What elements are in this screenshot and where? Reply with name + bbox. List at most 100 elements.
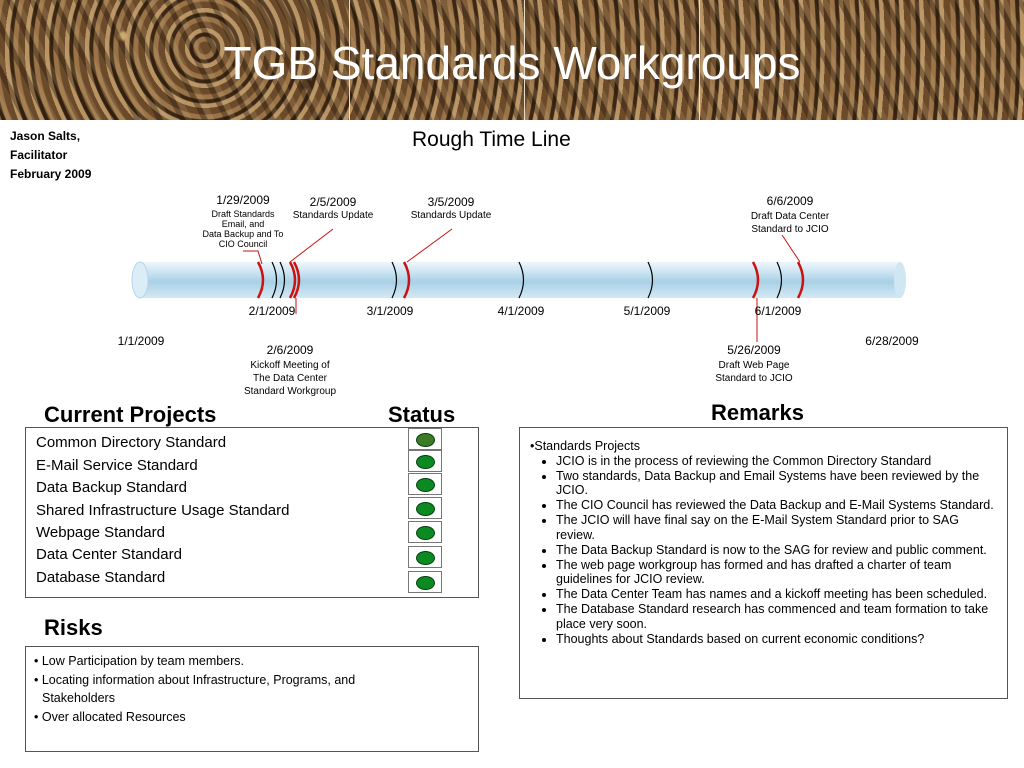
remark-item: Two standards, Data Backup and Email Sys… <box>556 469 1000 498</box>
timeline-end-label: 6/28/2009 <box>865 334 919 348</box>
risks-heading: Risks <box>44 615 103 640</box>
event-label-2009-02-05: 2/5/2009 Standards Update <box>283 195 383 222</box>
event-date: 6/6/2009 <box>766 194 814 208</box>
status-indicator <box>416 576 435 590</box>
event-desc-line: Standards Update <box>410 210 492 221</box>
banner-divider <box>524 0 525 120</box>
event-desc-line: Standard Workgroup <box>243 386 337 397</box>
month-label: 3/1/2009 <box>366 304 414 318</box>
remark-item: The Database Standard research has comme… <box>556 602 1000 631</box>
event-date: 2/6/2009 <box>266 343 314 357</box>
remarks-group-title: •Standards Projects <box>530 439 640 453</box>
risks-box <box>25 646 479 752</box>
status-indicator <box>416 551 435 565</box>
event-desc-line: Draft Web Page <box>718 360 790 371</box>
event-label-2009-01-29: 1/29/2009 Draft Standards Email, and Dat… <box>193 193 293 249</box>
event-marker-2009-02-05 <box>288 261 297 299</box>
event-date: 3/5/2009 <box>427 195 475 209</box>
event-date: 1/29/2009 <box>216 193 270 207</box>
status-cell <box>408 450 442 472</box>
remark-item: The Data Center Team has names and a kic… <box>556 587 1000 602</box>
status-cell <box>408 473 442 495</box>
month-label: 6/1/2009 <box>754 304 802 318</box>
project-name: Data Backup Standard <box>36 479 187 496</box>
event-label-2009-06-06: 6/6/2009 Draft Data Center Standard to J… <box>740 194 840 236</box>
status-cell <box>408 571 442 593</box>
timeline-start-label: 1/1/2009 <box>117 334 165 348</box>
leader-2009-02-05 <box>289 228 334 263</box>
event-date: 2/5/2009 <box>309 195 357 209</box>
event-date: 5/26/2009 <box>727 343 781 357</box>
remarks-box <box>519 427 1008 699</box>
status-cell <box>408 521 442 543</box>
event-marker-2009-03-05 <box>402 261 411 299</box>
status-indicator <box>416 526 435 540</box>
risk-item: • Low Participation by team members. <box>34 654 245 668</box>
risk-item: • Locating information about Infrastruct… <box>34 673 356 687</box>
event-marker-2009-01-29 <box>256 261 265 299</box>
leader-2009-01-29 <box>243 250 263 265</box>
event-marker-2009-06-06 <box>796 261 805 299</box>
marker-2009-04-01 <box>518 261 525 299</box>
event-desc-line: Data Backup and To <box>202 229 284 239</box>
status-indicator <box>416 455 435 469</box>
event-desc-line: Standard to JCIO <box>715 373 793 384</box>
event-desc-line: CIO Council <box>218 239 268 249</box>
event-label-2009-03-05: 3/5/2009 Standards Update <box>401 195 501 222</box>
event-desc-line: Draft Standards <box>211 209 275 219</box>
project-name: Common Directory Standard <box>36 434 227 451</box>
author-role: Facilitator <box>10 148 68 162</box>
project-name: Database Standard <box>36 569 166 586</box>
callout-leaders <box>243 228 801 342</box>
remark-item: The web page workgroup has formed and ha… <box>556 558 1000 587</box>
marker-2009-05-01 <box>647 261 654 299</box>
status-heading: Status <box>388 402 456 427</box>
remark-item: The Data Backup Standard is now to the S… <box>556 543 1000 558</box>
project-name: E-Mail Service Standard <box>36 457 198 474</box>
event-desc-line: The Data Center <box>253 373 327 384</box>
month-label: 5/1/2009 <box>623 304 671 318</box>
author-date: February 2009 <box>10 167 92 181</box>
marker-2009-06-01 <box>776 261 783 299</box>
remark-item: The CIO Council has reviewed the Data Ba… <box>556 498 1000 513</box>
project-name: Webpage Standard <box>36 524 165 541</box>
remarks-content: •Standards Projects JCIO is in the proce… <box>530 439 1000 647</box>
event-markers <box>256 261 805 299</box>
current-projects-table <box>25 427 479 598</box>
timeline-tube <box>131 261 906 299</box>
month-label: 4/1/2009 <box>497 304 545 318</box>
project-name: Data Center Standard <box>36 546 182 563</box>
event-label-2009-05-26: 5/26/2009 Draft Web Page Standard to JCI… <box>704 343 804 385</box>
event-desc-line: Email, and <box>221 219 265 229</box>
event-desc-line: Kickoff Meeting of <box>250 360 330 371</box>
remarks-list: JCIO is in the process of reviewing the … <box>530 454 1000 647</box>
risk-item: Stakeholders <box>42 691 115 705</box>
remarks-heading: Remarks <box>711 400 804 425</box>
timeline-title: Rough Time Line <box>412 128 571 151</box>
marker-2009-02-05 <box>279 261 286 299</box>
author-block: Jason Salts, Facilitator February 2009 <box>10 127 91 184</box>
status-cell <box>408 546 442 568</box>
leader-2009-03-05 <box>406 228 453 263</box>
event-label-2009-02-06: 2/6/2009 Kickoff Meeting of The Data Cen… <box>230 343 350 398</box>
event-marker-2009-02-06 <box>292 261 301 299</box>
marker-2009-02-01 <box>271 261 278 299</box>
event-desc-line: Standard to JCIO <box>751 224 829 235</box>
leader-2009-06-06 <box>781 234 801 263</box>
banner-divider <box>349 0 350 120</box>
remark-item: The JCIO will have final say on the E-Ma… <box>556 513 1000 542</box>
current-projects-heading: Current Projects <box>44 402 217 427</box>
marker-2009-03-01 <box>391 261 398 299</box>
month-label: 2/1/2009 <box>248 304 296 318</box>
project-name: Shared Infrastructure Usage Standard <box>36 502 290 519</box>
status-indicator <box>416 433 435 447</box>
status-indicator <box>416 478 435 492</box>
status-cell <box>408 497 442 519</box>
author-name: Jason Salts, <box>10 129 81 143</box>
month-markers <box>271 261 783 299</box>
remark-item: Thoughts about Standards based on curren… <box>556 632 1000 647</box>
event-desc-line: Standards Update <box>292 210 374 221</box>
status-indicator <box>416 502 435 516</box>
remark-item: JCIO is in the process of reviewing the … <box>556 454 1000 469</box>
risk-item: • Over allocated Resources <box>34 710 186 724</box>
